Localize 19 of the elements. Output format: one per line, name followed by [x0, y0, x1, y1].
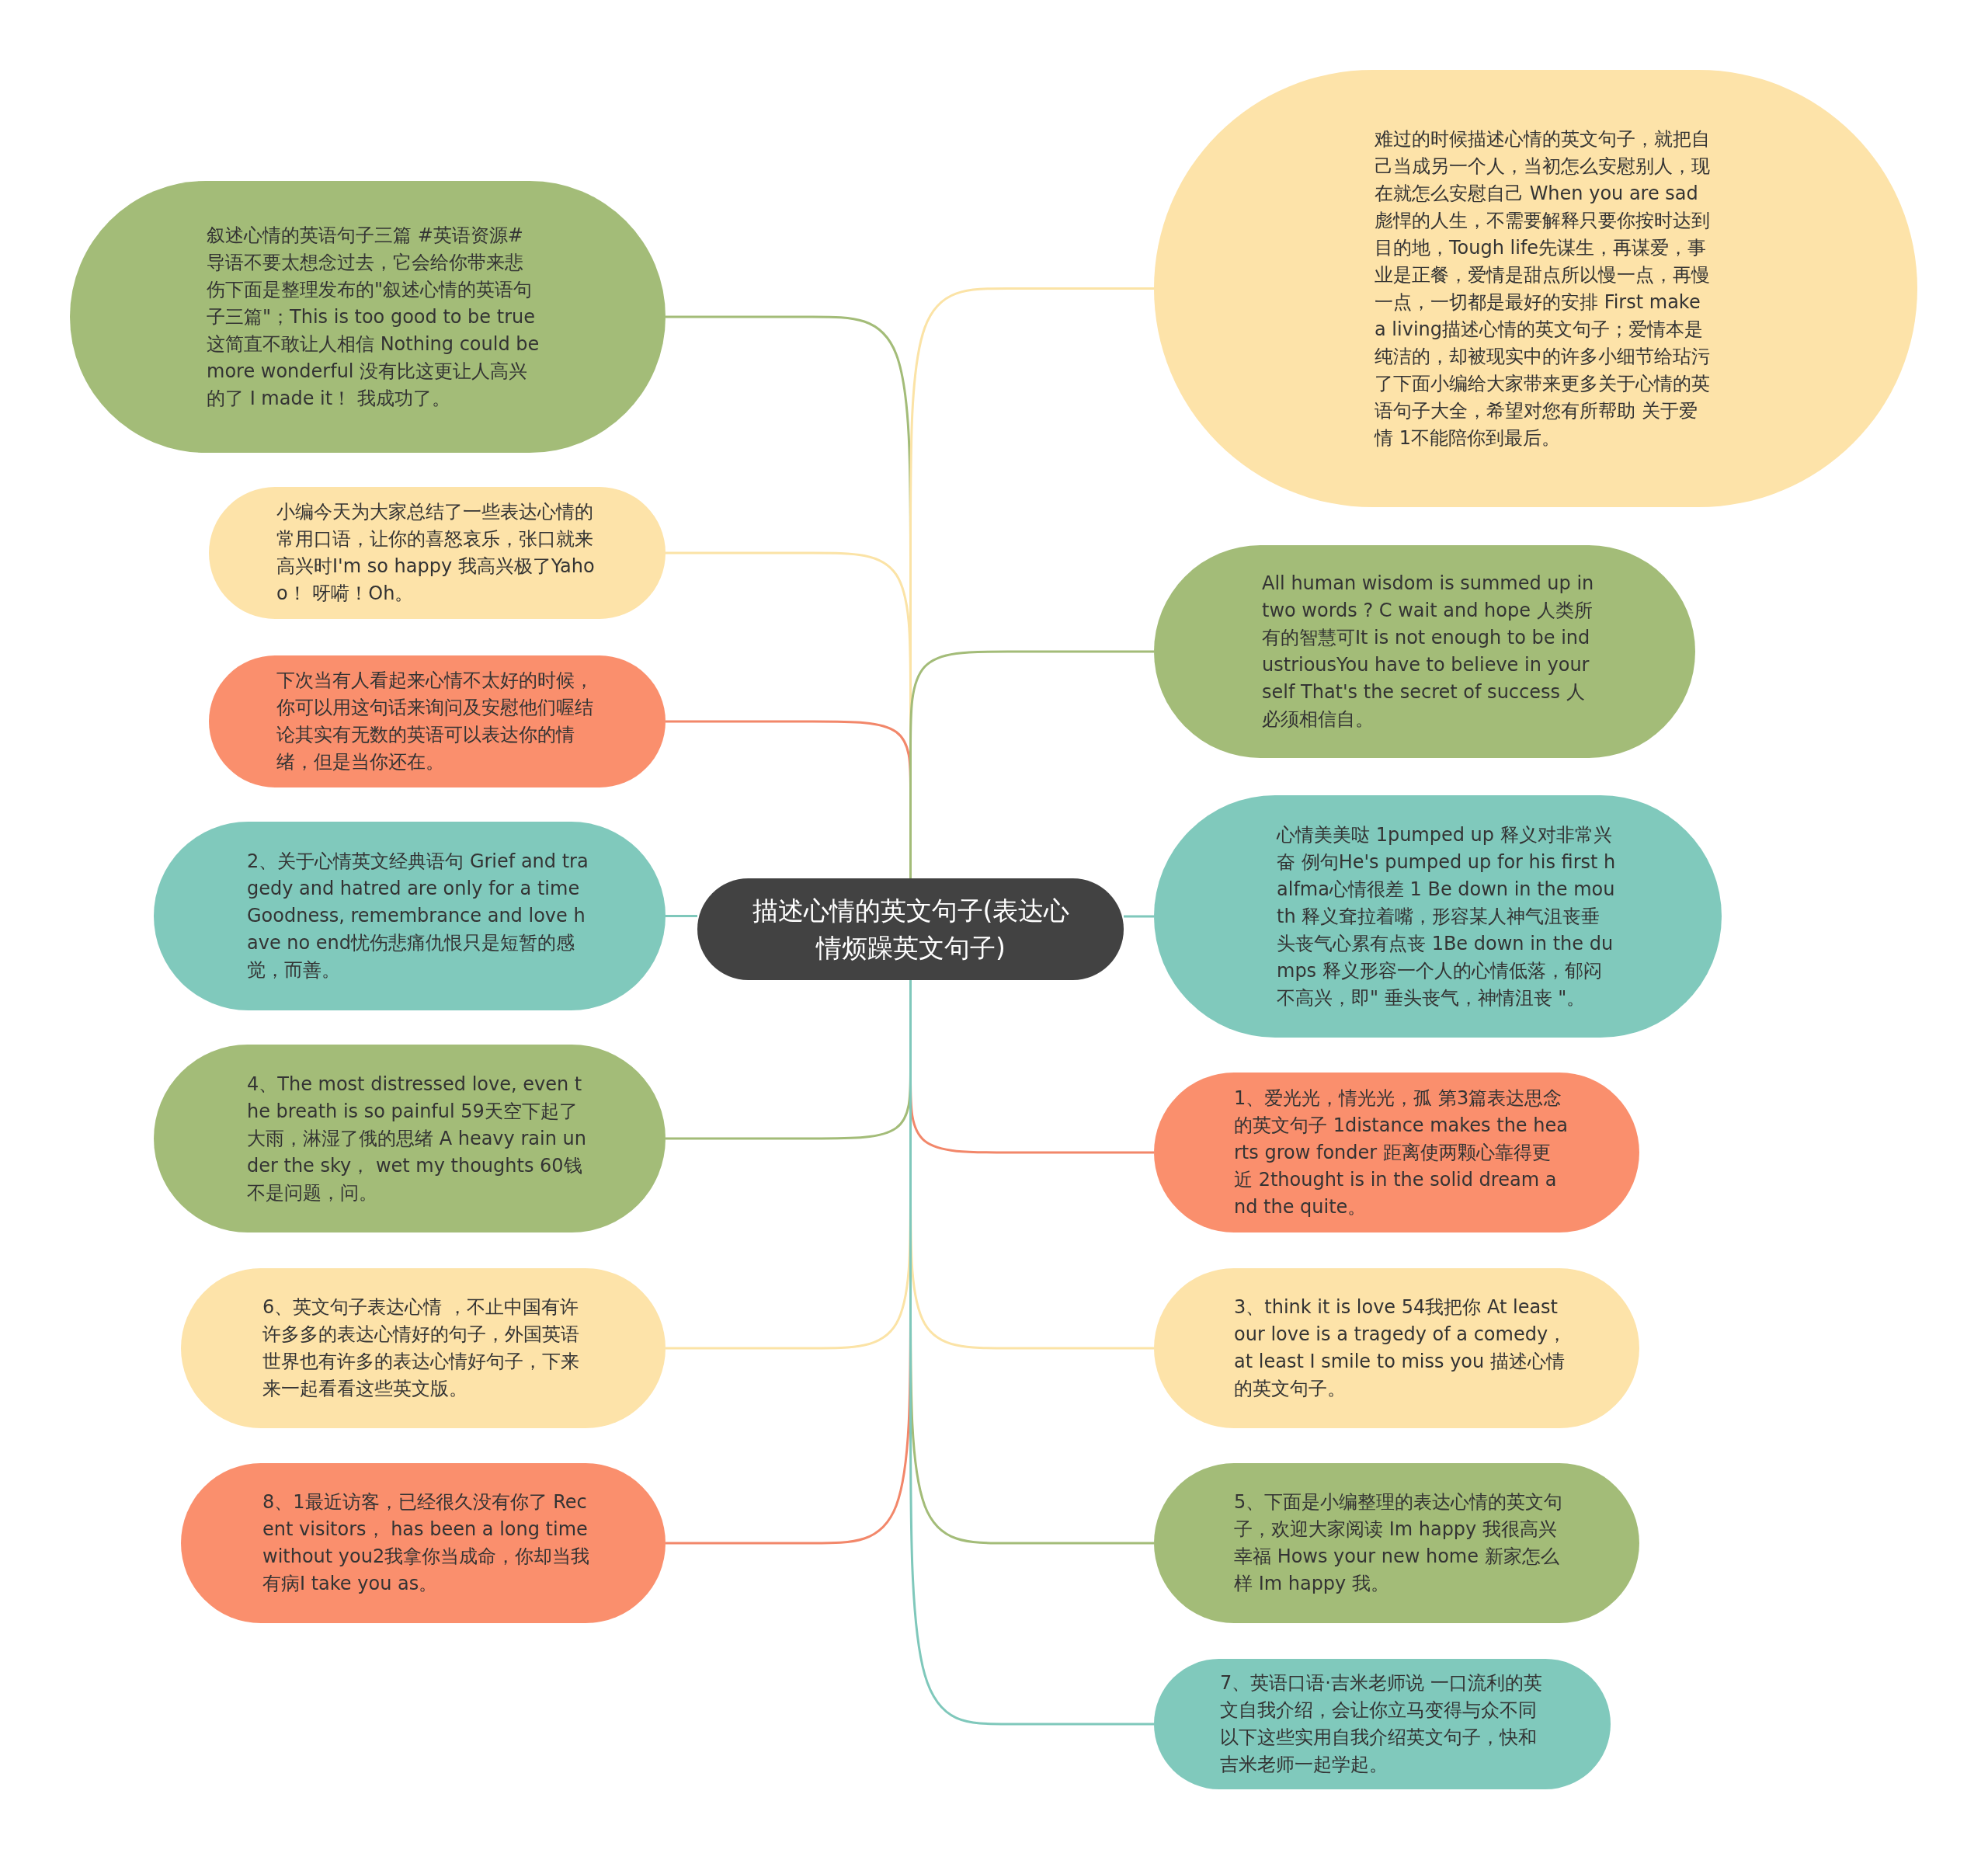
node-text: 2、关于心情英文经典语句 Grief and tragedy and hatred are only for a time Goodness, remembrance and love have no end忧伤悲痛仇恨只是短暂的感觉，而善。	[247, 850, 589, 982]
connector-line	[1124, 915, 1154, 918]
node-text: 下次当有人看起来心情不太好的时候，你可以用这句话来询问及安慰他们喔结论其实有无数的英语可以表达你的情绪，但是当你还在。	[276, 669, 594, 774]
node-text: 4、The most distressed love, even the breath is so painful 59天空下起了大雨，淋湿了俄的思绪 A heavy rain under the sky， wet my thoughts 60钱不是问题，问。	[247, 1072, 587, 1205]
connector-line	[909, 650, 1154, 878]
node-text: 8、1最近访客，已经很久没有你了 Recent visitors， has been a long time without you2我拿你当成命，你却当我有病I take you as。	[262, 1490, 591, 1596]
node-text: 小编今天为大家总结了一些表达心情的常用口语，让你的喜怒哀乐，张口就来高兴时I'm so happy 我高兴极了Yahoo！ 呀嗬！Oh。	[276, 500, 596, 606]
node-text: 描述心情的英文句子(表达心情烦躁英文句子)	[751, 894, 1071, 965]
node-text: 心情美美哒 1pumped up 释义对非常兴奋 例句He's pumped up for his first halfma心情很差 1 Be down in the mouth 释义耷拉着嘴，形容某人神气沮丧垂头丧气心累有点丧 1Be down in the dumps 释义形容一个人的心情低落，郁闷不高兴，即" 垂头丧气，神情沮丧 "。	[1277, 822, 1617, 1010]
connector-line	[909, 980, 1154, 1726]
node-text: 5、下面是小编整理的表达心情的英文句子，欢迎大家阅读 Im happy 我很高兴幸福 Hows your new home 新家怎么样 Im happy 我。	[1234, 1490, 1564, 1596]
node-text: 难过的时候描述心情的英文句子，就把自己当成另一个人，当初怎么安慰别人，现在就怎么安慰自己 When you are sad彪悍的人生，不需要解释只要你按时达到目的地，Tough life先谋生，再谋爱，事业是正餐，爱情是甜点所以慢一点，再慢一点，一切都是最好的安排 First make a living描述心情的英文句子；爱情本是纯洁的，却被现实中的许多小细节给玷污了下面小编给大家带来更多关于心情的英语句子大全，希望对您有所帮助 关于爱情 1不能陪你到最后。	[1375, 127, 1711, 450]
node-text: 3、think it is love 54我把你 At least our love is a tragedy of a comedy， at least I smile to miss you 描述心情的英文句子。	[1234, 1295, 1568, 1401]
node-text: All human wisdom is summed up in two words ? C wait and hope 人类所有的智慧可It is not enough to be industriousYou have to believe in yourself That's the secret of success 人必须相信自。	[1262, 572, 1595, 732]
node-text: 7、英语口语·吉米老师说 一口流利的英文自我介绍，会让你立马变得与众不同以下这些实用自我介绍英文句子，快和吉米老师一起学起。	[1220, 1671, 1543, 1777]
connector-line	[666, 915, 697, 917]
node-text: 叙述心情的英语句子三篇 #英语资源# 导语不要太想念过去，它会给你带来悲伤下面是整理发布的"叙述心情的英语句子三篇"；This is too good to be true 这简直不敢让人相信 Nothing could be more wonderful 没有比这更让人高兴的了 I made it！ 我成功了。	[207, 223, 540, 411]
node-text: 1、爱光光，情光光，孤 第3篇表达思念的英文句子 1distance makes the hearts grow fonder 距离使两颗心靠得更近 2thought is in the solid dream and the quite。	[1234, 1086, 1568, 1219]
node-text: 6、英文句子表达心情 ，不止中国有许许多多的表达心情好的句子，外国英语世界也有许多的表达心情好句子，下来来一起看看这些英文版。	[262, 1295, 580, 1401]
